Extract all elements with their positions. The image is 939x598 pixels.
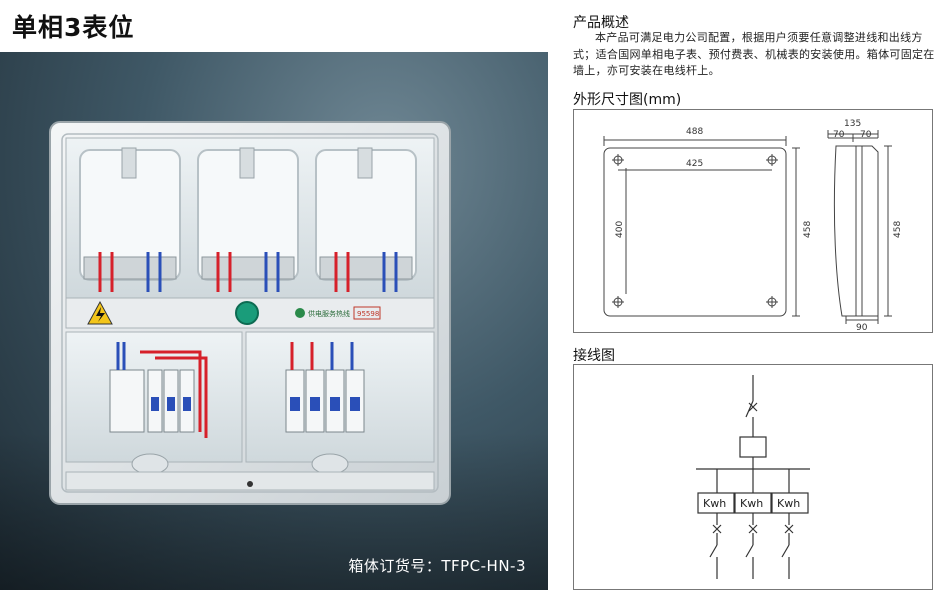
overview-text: 本产品可满足电力公司配置，根据用户须要任意调整进线和出线方式；适合国网单相电子表… — [573, 31, 935, 77]
order-number-label: 箱体订货号：TFPC-HN-3 — [348, 557, 526, 575]
meter-box-illustration: 供电服务热线 95598 — [0, 121, 548, 590]
dim-depth-base: 90 — [856, 323, 868, 332]
dim-depth-front: 70 — [833, 130, 845, 140]
dimension-drawing: 488 425 400 458 135 70 70 458 90 — [573, 109, 933, 333]
dim-width-holes: 425 — [686, 159, 703, 169]
wiring-diagram: Kwh Kwh Kwh — [573, 364, 933, 590]
wiring-heading: 接线图 — [573, 348, 615, 364]
dim-side-height: 458 — [893, 221, 903, 238]
hotline-number: 95598 — [357, 310, 379, 318]
dim-depth-back: 70 — [860, 130, 872, 140]
meter-label-1: Kwh — [703, 497, 726, 510]
dim-height-outer: 458 — [803, 221, 813, 238]
overview-heading: 产品概述 — [573, 15, 629, 31]
product-photo: 供电服务热线 95598 — [0, 52, 548, 590]
strip-label: 供电服务热线 — [308, 309, 350, 318]
dimensions-heading: 外形尺寸图(mm) — [573, 92, 682, 108]
dim-height-holes: 400 — [615, 221, 625, 238]
dim-width-outer: 488 — [686, 127, 703, 137]
meter-label-3: Kwh — [777, 497, 800, 510]
meter-label-2: Kwh — [740, 497, 763, 510]
page-title: 单相3表位 — [12, 13, 135, 42]
dim-depth-total: 135 — [844, 119, 861, 129]
